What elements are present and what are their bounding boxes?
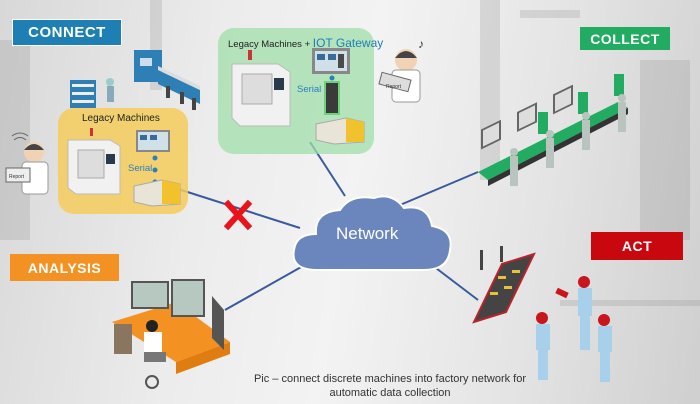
hmi-panel-legacy (136, 130, 170, 152)
legacy-zone-title: Legacy Machines (82, 113, 160, 124)
analysis-desk-illustration (112, 279, 230, 389)
iot-zone-title: Legacy Machines + IOT Gateway (228, 36, 383, 50)
cnc-machine-iot (231, 50, 291, 127)
caption-line-1: Pic – connect discrete machines into fac… (253, 373, 527, 385)
report-text-2: Report (9, 174, 25, 180)
hmi-panel-iot (312, 48, 350, 74)
collect-label: COLLECT (580, 27, 670, 50)
engineer-happy-icon: ♪ Report (378, 37, 424, 103)
network-cloud-icon[interactable] (288, 190, 456, 276)
analysis-label: ANALYSIS (10, 254, 119, 281)
iot-title-highlight: IOT Gateway (312, 36, 384, 50)
caption-line-2: automatic data collection (329, 387, 451, 399)
network-label: Network (336, 224, 399, 243)
link-legacy (174, 187, 301, 229)
kanban-board-illustration (472, 246, 536, 324)
report-text: Report (386, 84, 402, 90)
connect-label: CONNECT (12, 19, 122, 46)
link-collect (399, 171, 479, 206)
engineer-worried-icon: Report (5, 132, 49, 195)
plc-device-legacy (133, 179, 181, 207)
iot-gateway-device (324, 75, 340, 115)
iot-title-prefix: Legacy Machines + (228, 39, 313, 50)
blocked-x-icon (223, 199, 253, 231)
team-workers-illustration (536, 276, 612, 382)
act-label: ACT (591, 232, 683, 260)
cnc-machine-legacy (67, 128, 121, 195)
assembly-line-illustration (70, 50, 200, 110)
serial-label-iot: Serial (297, 84, 322, 95)
svg-text:♪: ♪ (418, 37, 424, 51)
link-analysis (224, 261, 311, 311)
production-line-illustration (478, 74, 628, 186)
figure-caption: Pic – connect discrete machines into fac… (225, 372, 555, 400)
serial-label-legacy: Serial (128, 163, 153, 174)
plc-device-iot (315, 117, 365, 145)
